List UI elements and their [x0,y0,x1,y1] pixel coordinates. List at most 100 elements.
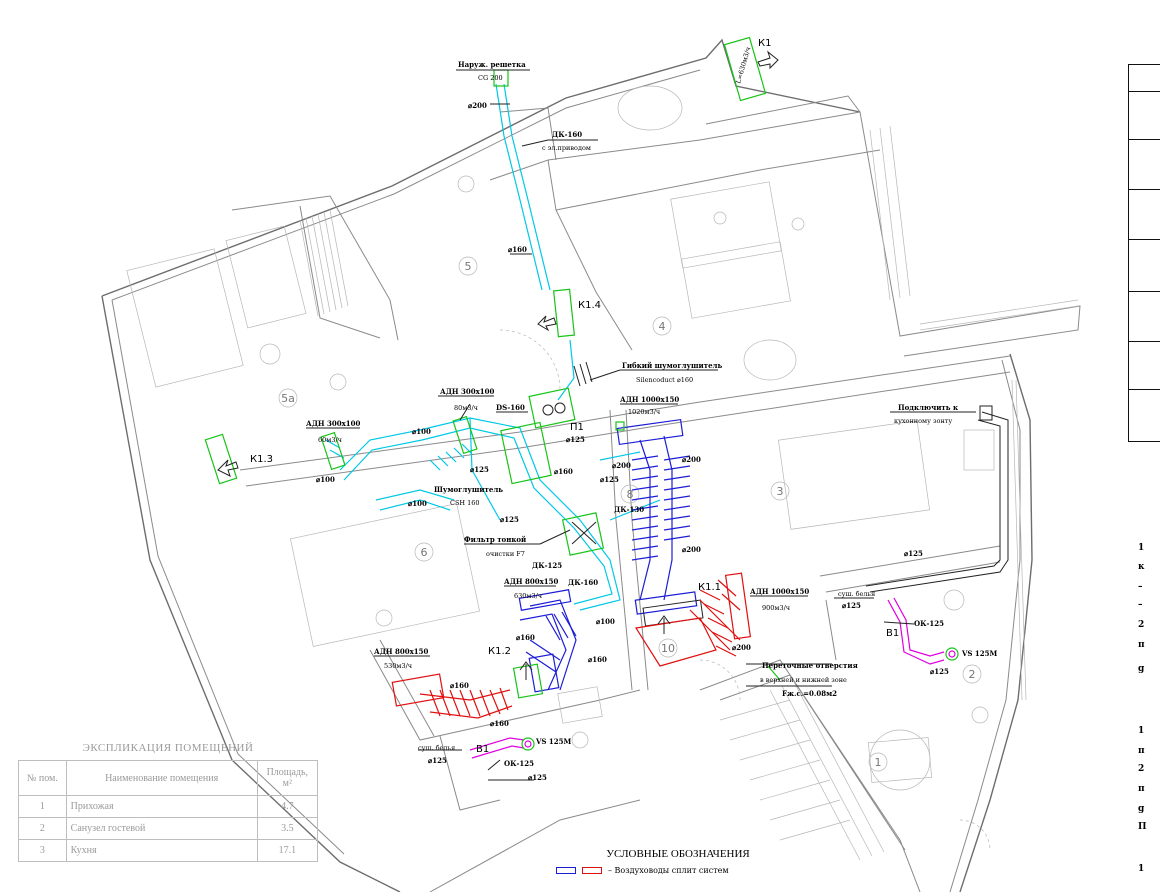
note-fragment: 1 [1138,543,1145,553]
damper-label: ДК-130 [614,505,644,514]
unit-tag: В1 [886,628,899,639]
legend-title: УСЛОВНЫЕ ОБОЗНАЧЕНИЯ [606,848,750,860]
flow-arrows [217,50,779,680]
grilles [204,36,781,681]
note-fragment: 1 [1138,864,1145,874]
unit-tag: П1 [570,422,584,433]
legend-swatch-blue [556,867,576,874]
note-fragment: П [1138,822,1147,832]
silencer-csh-model: CSH 160 [450,499,480,507]
duct-diameter: ⌀125 [566,435,585,444]
duct-diameter: ⌀100 [408,499,427,508]
overflow-sub: в верхней и нижней зоне [760,676,847,684]
header-area: Площадь, м² [256,760,319,796]
table-line [1129,91,1160,92]
airflow-box: L=630м3/ч [734,46,752,85]
duct-diameter: ⌀125 [600,475,619,484]
unit-tag: К1.4 [578,300,601,311]
fan-label: VS 125M [961,649,998,658]
leader-lines [306,69,976,781]
walls [101,38,1081,892]
duct-diameter: ⌀200 [468,101,487,110]
table-row: 1 Прихожая 4.7 [18,795,319,818]
note-fragment: – [1138,582,1143,592]
explication-table: № пом. Наименование помещения Площадь, м… [18,760,319,862]
duct-diameter: ⌀100 [596,617,615,626]
diffuser-title: АДН 1000х150 [620,395,679,404]
duct-diameter: ⌀125 [528,773,547,782]
room-number: 5а [281,392,295,405]
hood-title: Подключить к [898,403,958,412]
diffuser-flow: 900м3/ч [762,604,790,612]
note-fragment: 1 [1138,726,1145,736]
damper-label: ДК-160 [568,578,598,587]
table-line [1129,139,1160,140]
diffuser-title: АДН 800х150 [374,647,429,656]
dryer-label: суш. белья [418,744,455,752]
duct-diameter: ⌀125 [842,601,861,610]
split-blue-ducts [512,418,704,699]
filter-title: Фильтр тонкой [464,535,526,544]
cell-area: 3.5 [256,817,319,840]
grille-model: CG 200 [478,74,503,82]
silencer-model: Silencoduct ⌀160 [636,376,693,384]
table-line [1129,189,1160,190]
duct-diameter: ⌀160 [450,681,469,690]
unit-tag: К1.1 [698,582,721,593]
room-number: 2 [969,668,976,681]
note-fragment: g [1138,804,1145,814]
table-header-row: № пом. Наименование помещения Площадь, м… [18,760,319,796]
cell-num: 2 [18,817,67,840]
dryer-label: суш. белья [838,590,875,598]
unit-tag: К1 [758,38,771,49]
diffuser-flow: 60м3/ч [318,436,342,444]
door-arcs [499,329,991,851]
cell-num: 1 [18,795,67,818]
cell-area: 17.1 [256,839,319,862]
overflow-area: Fж.с.=0.08м2 [782,689,837,698]
room-number: 5 [465,260,472,273]
table-line [1129,341,1160,342]
room-numbers: 5 5а 4 3 6 8 10 2 1 [278,256,982,772]
diffuser-title: АДН 300х100 [306,419,361,428]
valve-label: ОК-125 [914,619,944,628]
note-fragment: 2 [1138,620,1145,630]
cell-name: Прихожая [65,795,258,818]
valve-label: ОК-125 [504,759,534,768]
silencer-title: Гибкий шумоглушитель [622,361,722,370]
duct-diameter: ⌀160 [588,655,607,664]
duct-diameter: ⌀100 [412,427,431,436]
duct-diameter: ⌀200 [612,461,631,470]
unit-tag: К1.3 [250,454,273,465]
cell-area: 4.7 [256,795,319,818]
table-row: 2 Санузел гостевой 3.5 [18,817,319,840]
duct-diameter: ⌀200 [682,545,701,554]
table-row: 3 Кухня 17.1 [18,839,319,862]
diffuser-flow: 80м3/ч [454,404,478,412]
note-fragment: п [1138,746,1145,756]
unit-tag: К1.2 [488,646,511,657]
exhaust-ducts [469,597,959,759]
hood-sub: кухонному зонту [894,417,952,425]
duct-diameter: ⌀125 [500,515,519,524]
note-fragment: п [1138,784,1145,794]
table-line [1129,239,1160,240]
header-num: № пом. [18,760,67,796]
filter-sub: очистки F7 [486,550,525,558]
duct-diameter: ⌀125 [930,667,949,676]
furniture [126,85,995,791]
duct-diameter: ⌀160 [490,719,509,728]
legend: УСЛОВНЫЕ ОБОЗНАЧЕНИЯ – Воздуховоды сплит… [548,848,808,875]
kitchen-hood-duct [865,405,1009,593]
room-number: 3 [777,485,784,498]
duct-diameter: ⌀125 [904,549,923,558]
cell-num: 3 [18,839,67,862]
damper-drive: с эл.приводом [542,144,591,152]
room-number: 8 [627,488,634,501]
supply-duct [325,69,661,611]
diffuser-title: АДН 800х150 [504,577,559,586]
diffuser-title: АДН 1000х150 [750,587,809,596]
duct-diameter: ⌀200 [732,643,751,652]
explication-title: ЭКСПЛИКАЦИЯ ПОМЕЩЕНИЙ [82,742,254,754]
room-number: 10 [661,642,675,655]
